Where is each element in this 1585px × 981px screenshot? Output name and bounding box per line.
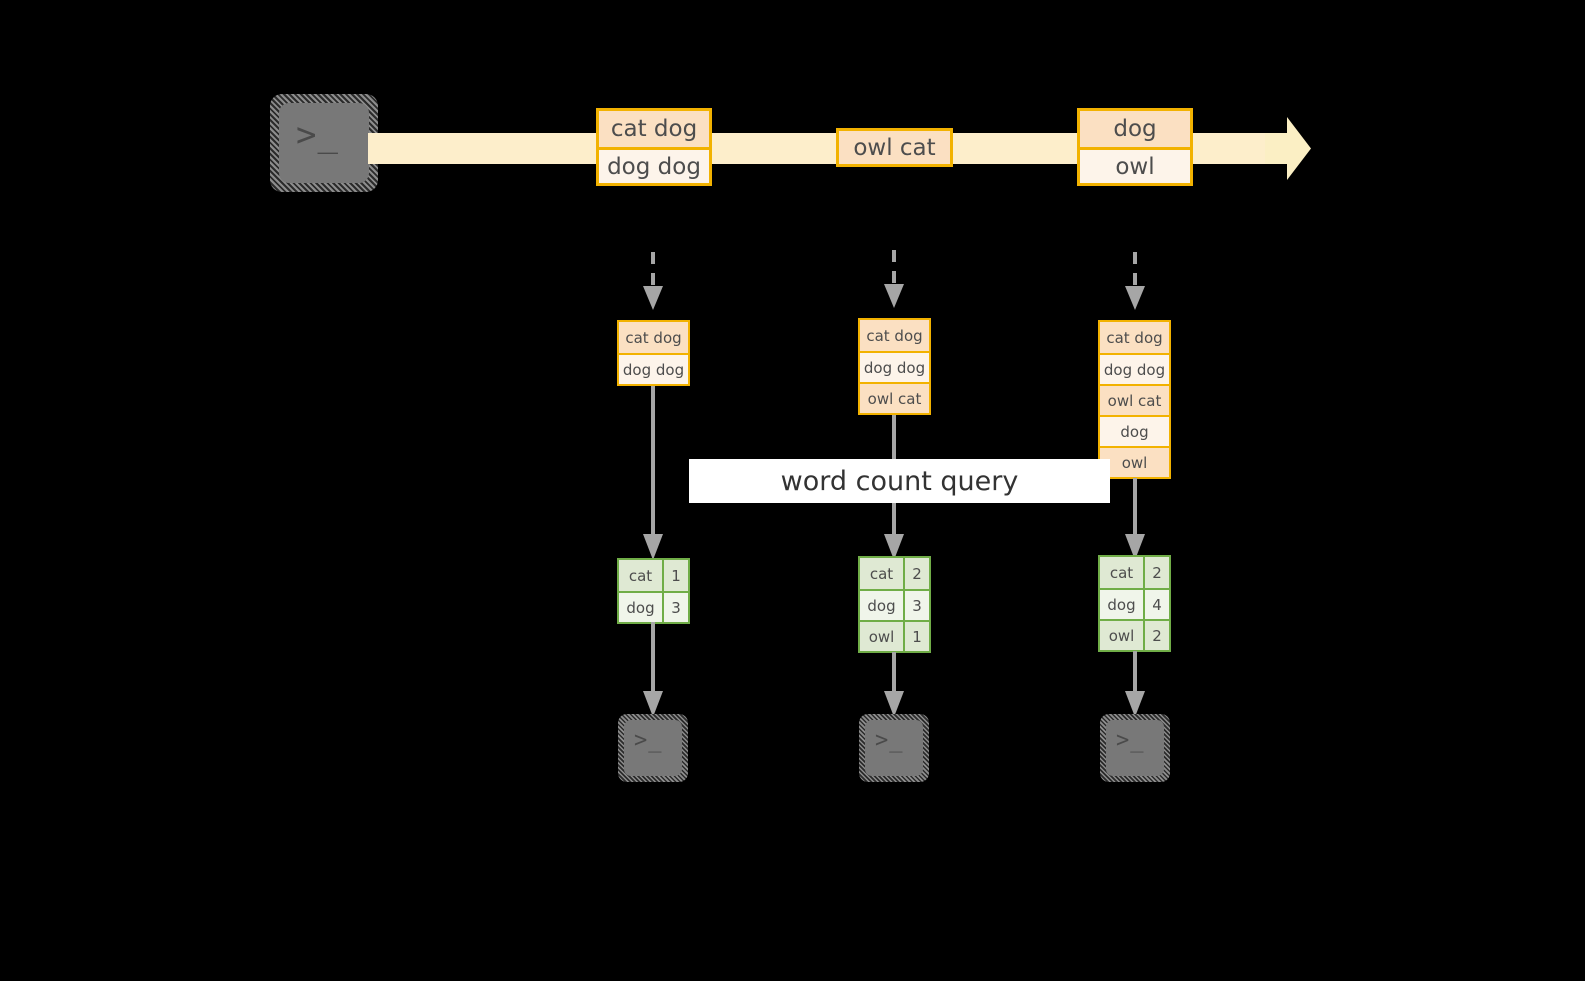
result-count: 2 [1145, 621, 1169, 650]
snapshot-row: cat dog [1100, 322, 1169, 353]
result-word: dog [619, 593, 664, 622]
stream-record-a: cat dog dog dog [596, 108, 712, 186]
result-row: owl 2 [1100, 619, 1169, 650]
stream-record-c: dog owl [1077, 108, 1193, 186]
snapshot-row: dog [1100, 415, 1169, 446]
result-table-3: cat 2 dog 4 owl 2 [1098, 555, 1171, 652]
stream-arrow-head-icon [1265, 117, 1311, 180]
terminal-prompt-glyph: >_ [1116, 728, 1145, 753]
terminal-prompt-glyph: >_ [634, 728, 663, 753]
result-count: 1 [905, 622, 929, 651]
result-word: cat [619, 560, 664, 591]
result-count: 2 [905, 558, 929, 589]
result-table-2: cat 2 dog 3 owl 1 [858, 556, 931, 653]
result-word: cat [1100, 557, 1145, 588]
terminal-body [1106, 720, 1164, 776]
stream-record-line: cat dog [599, 111, 709, 147]
terminal-body [624, 720, 682, 776]
result-count: 2 [1145, 557, 1169, 588]
result-word: dog [1100, 590, 1145, 619]
terminal-prompt-glyph: >_ [875, 728, 904, 753]
stream-record-line: owl cat [839, 131, 950, 164]
query-arrow-3 [1123, 478, 1147, 560]
result-count: 1 [664, 560, 688, 591]
sink-arrow-2 [882, 652, 906, 717]
result-count: 3 [664, 593, 688, 622]
snapshot-row: cat dog [860, 320, 929, 351]
stream-record-b: owl cat [836, 128, 953, 167]
snapshot-row: dog dog [860, 351, 929, 382]
snapshot-row: cat dog [619, 322, 688, 353]
sink-arrow-1 [641, 622, 665, 717]
query-banner-label: word count query [780, 465, 1019, 497]
result-count: 4 [1145, 590, 1169, 619]
result-row: dog 3 [860, 589, 929, 620]
result-row: cat 2 [860, 558, 929, 589]
sink-arrow-3 [1123, 651, 1147, 717]
snapshot-row: owl cat [860, 382, 929, 413]
snapshot-row: dog dog [619, 353, 688, 384]
result-count: 3 [905, 591, 929, 620]
dashed-arrow-snapshot-2 [882, 250, 906, 308]
query-banner: word count query [689, 459, 1110, 503]
stream-record-line: dog [1080, 111, 1190, 147]
result-word: owl [860, 622, 905, 651]
terminal-prompt-glyph: >_ [296, 115, 339, 155]
snapshot-table-1: cat dog dog dog [617, 320, 690, 386]
dashed-arrow-snapshot-1 [641, 252, 665, 310]
result-row: cat 2 [1100, 557, 1169, 588]
query-arrow-1 [641, 386, 665, 560]
snapshot-table-2: cat dog dog dog owl cat [858, 318, 931, 415]
snapshot-table-3: cat dog dog dog owl cat dog owl [1098, 320, 1171, 479]
sink-terminal-icon-1: >_ [618, 714, 688, 782]
stream-record-line: dog dog [599, 147, 709, 183]
result-row: dog 3 [619, 591, 688, 622]
result-word: cat [860, 558, 905, 589]
result-word: dog [860, 591, 905, 620]
sink-terminal-icon-3: >_ [1100, 714, 1170, 782]
sink-terminal-icon-2: >_ [859, 714, 929, 782]
terminal-body [865, 720, 923, 776]
result-row: cat 1 [619, 560, 688, 591]
snapshot-row: owl cat [1100, 384, 1169, 415]
snapshot-row: dog dog [1100, 353, 1169, 384]
stream-record-line: owl [1080, 147, 1190, 183]
source-terminal-icon: >_ [270, 94, 378, 192]
result-row: owl 1 [860, 620, 929, 651]
result-table-1: cat 1 dog 3 [617, 558, 690, 624]
snapshot-row: owl [1100, 446, 1169, 477]
result-row: dog 4 [1100, 588, 1169, 619]
terminal-body [279, 103, 369, 183]
result-word: owl [1100, 621, 1145, 650]
dashed-arrow-snapshot-3 [1123, 252, 1147, 310]
